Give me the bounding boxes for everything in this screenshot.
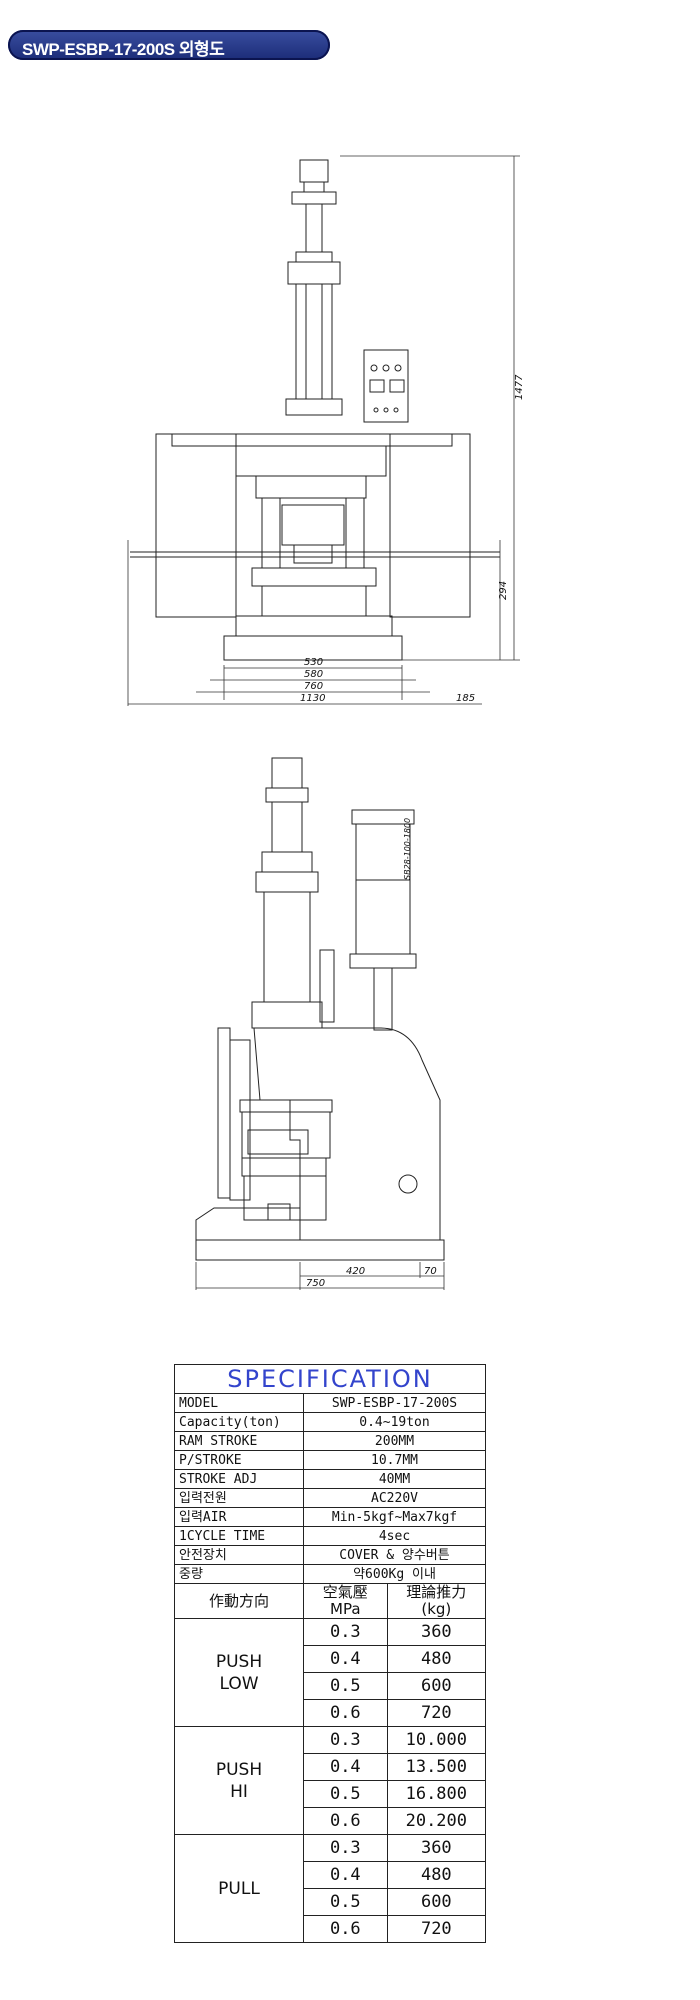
spec-label: STROKE ADJ: [174, 1469, 304, 1489]
pressure-cell: 0.4: [303, 1753, 388, 1781]
thrust-cell: 20.200: [386, 1807, 487, 1835]
dim-width-1130: 1130: [300, 693, 325, 704]
spec-value: COVER & 양수버튼: [303, 1545, 486, 1565]
direction-label: PUSH LOW: [174, 1618, 304, 1727]
direction-label: PUSH HI: [174, 1726, 304, 1835]
spec-label: 안전장치: [174, 1545, 304, 1565]
spec-label: MODEL: [174, 1393, 304, 1413]
pressure-cell: 0.5: [303, 1888, 388, 1916]
thrust-cell: 480: [386, 1861, 487, 1889]
spec-value: 4sec: [303, 1526, 486, 1546]
pressure-cell: 0.3: [303, 1618, 388, 1646]
front-view-drawing: 1477 294 530 580 760 1130 185: [127, 155, 525, 706]
thrust-cell: 13.500: [386, 1753, 487, 1781]
dim-height-base: 294: [498, 581, 509, 600]
dim-width-580: 580: [304, 669, 323, 680]
spec-row: Capacity(ton)0.4~19ton: [174, 1412, 486, 1432]
spec-value: 10.7MM: [303, 1450, 486, 1470]
spec-label: Capacity(ton): [174, 1412, 304, 1432]
spec-value: 40MM: [303, 1469, 486, 1489]
thrust-cell: 720: [386, 1915, 487, 1943]
dim-side-750: 750: [306, 1278, 325, 1289]
pressure-cell: 0.4: [303, 1861, 388, 1889]
spec-value: Min-5kgf~Max7kgf: [303, 1507, 486, 1527]
spec-label: RAM STROKE: [174, 1431, 304, 1451]
thrust-cell: 16.800: [386, 1780, 487, 1808]
pressure-cell: 0.4: [303, 1645, 388, 1673]
spec-label: 중량: [174, 1564, 304, 1584]
side-view-drawing: SB28-100-1800 420 70 750: [195, 757, 445, 1290]
spec-label: 1CYCLE TIME: [174, 1526, 304, 1546]
page-title: SWP-ESBP-17-200S 외형도: [22, 40, 225, 59]
spec-value: AC220V: [303, 1488, 486, 1508]
thrust-header: 理論推力(kg): [386, 1583, 487, 1619]
thrust-cell: 600: [386, 1888, 487, 1916]
direction-label: PULL: [174, 1834, 304, 1943]
pressure-cell: 0.3: [303, 1834, 388, 1862]
spec-value: 0.4~19ton: [303, 1412, 486, 1432]
spec-value: SWP-ESBP-17-200S: [303, 1393, 486, 1413]
dim-side-70: 70: [424, 1266, 437, 1277]
spec-value: 약600Kg 이내: [303, 1564, 486, 1584]
thrust-cell: 10.000: [386, 1726, 487, 1754]
pressure-cell: 0.5: [303, 1672, 388, 1700]
dim-side-420: 420: [346, 1266, 365, 1277]
pressure-cell: 0.3: [303, 1726, 388, 1754]
pressure-cell: 0.5: [303, 1780, 388, 1808]
spec-label: 입력AIR: [174, 1507, 304, 1527]
thrust-header: 作動方向: [174, 1583, 304, 1619]
dim-width-760: 760: [304, 681, 323, 692]
dim-height-total: 1477: [514, 374, 525, 400]
pressure-cell: 0.6: [303, 1699, 388, 1727]
pressure-cell: 0.6: [303, 1915, 388, 1943]
dim-width-530: 530: [304, 657, 323, 668]
pressure-cell: 0.6: [303, 1807, 388, 1835]
dim-offset-185: 185: [456, 693, 475, 704]
spec-title: SPECIFICATION: [174, 1364, 486, 1394]
spec-label: P/STROKE: [174, 1450, 304, 1470]
thrust-cell: 360: [386, 1618, 487, 1646]
cylinder-label: SB28-100-1800: [403, 818, 412, 880]
thrust-header: 空氣壓MPa: [303, 1583, 388, 1619]
title-badge: SWP-ESBP-17-200S 외형도: [8, 30, 330, 60]
spec-label: 입력전원: [174, 1488, 304, 1508]
thrust-cell: 360: [386, 1834, 487, 1862]
thrust-cell: 480: [386, 1645, 487, 1673]
thrust-cell: 600: [386, 1672, 487, 1700]
thrust-cell: 720: [386, 1699, 487, 1727]
spec-value: 200MM: [303, 1431, 486, 1451]
